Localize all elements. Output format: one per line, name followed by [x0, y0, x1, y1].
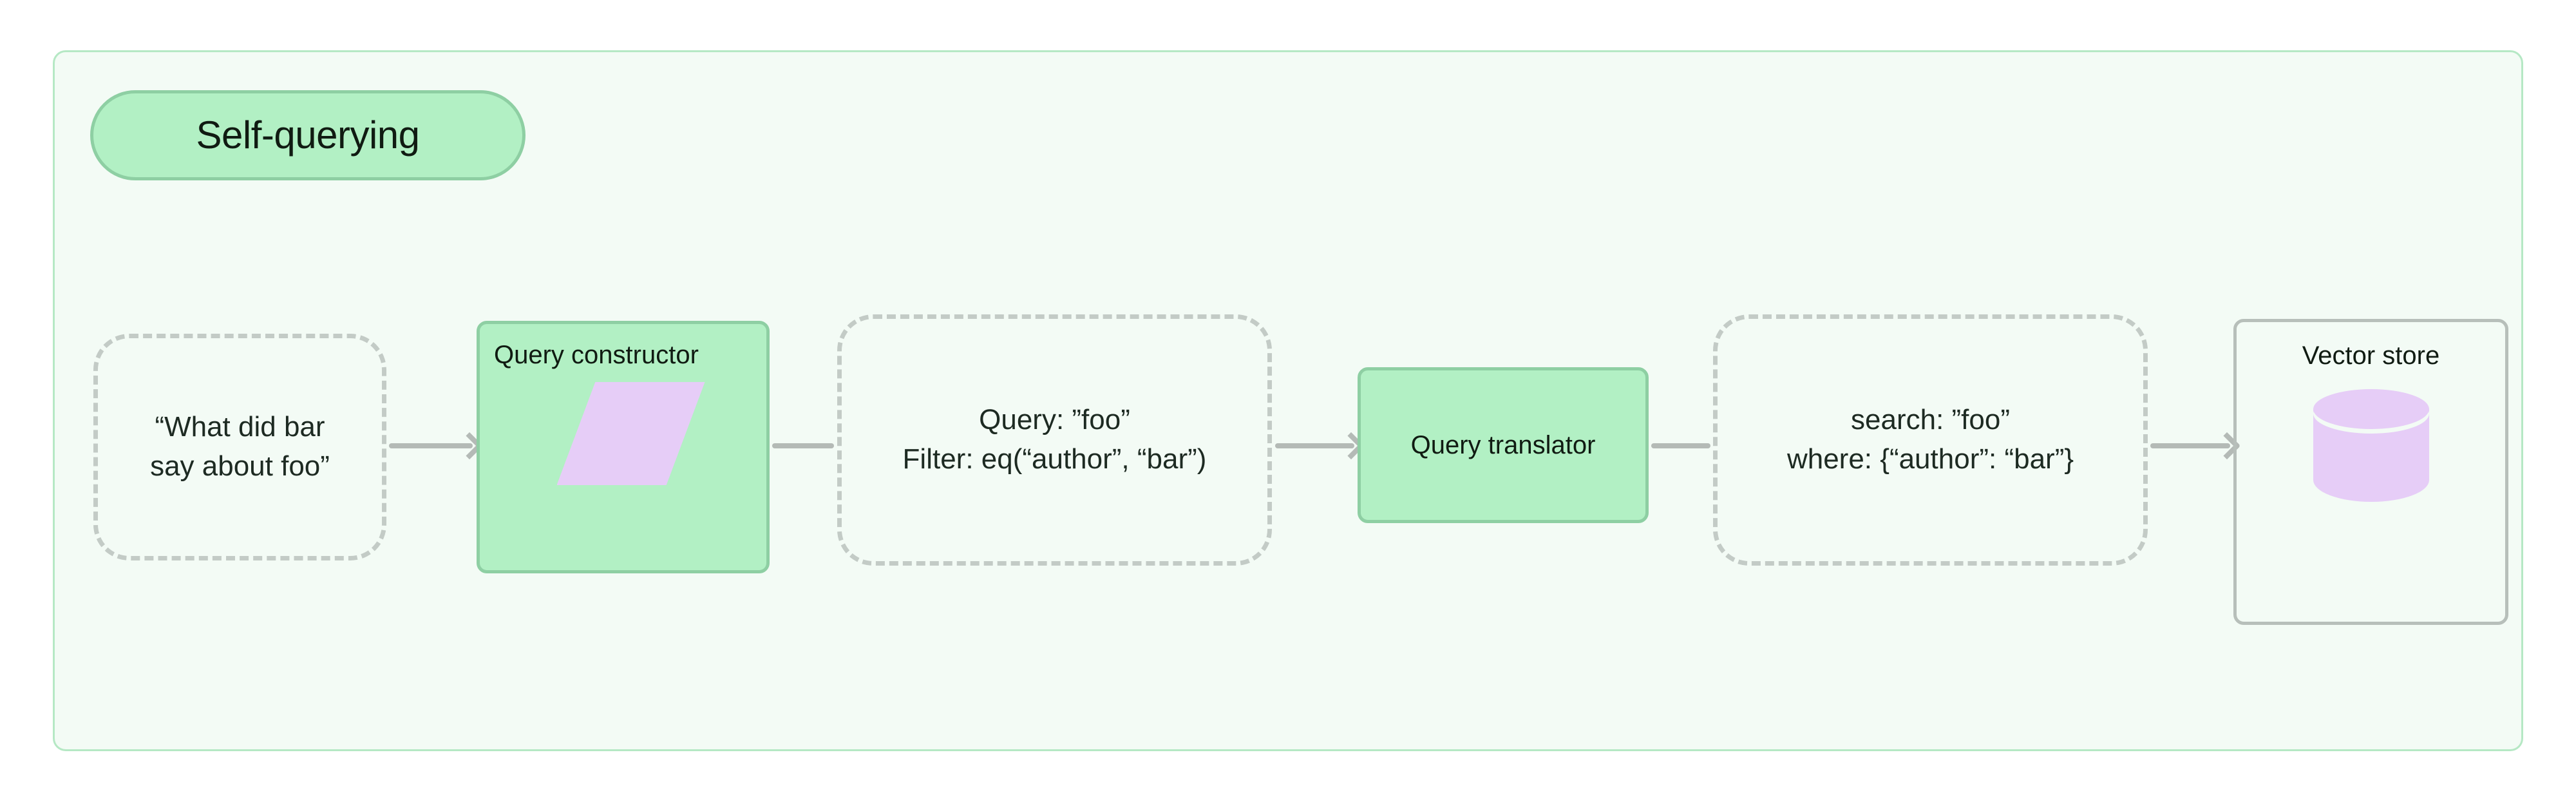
- subgraph-title-label: Self-querying: [196, 113, 420, 157]
- edge-structured-query-to-query-translator: [1275, 432, 1365, 460]
- node-vector-store-label: Vector store: [2302, 341, 2440, 370]
- node-structured-query[interactable]: Query: ”foo” Filter: eq(“author”, “bar”): [837, 314, 1272, 566]
- node-query-constructor[interactable]: Query constructor: [477, 321, 770, 573]
- node-vector-store[interactable]: Vector store: [2233, 319, 2508, 625]
- node-user-question[interactable]: “What did bar say about foo”: [93, 334, 386, 560]
- edge-query-constructor-to-structured-query: [772, 443, 834, 448]
- node-structured-query-line1: Query: ”foo”: [979, 404, 1130, 436]
- edge-translated-query-to-vector-store: [2150, 432, 2241, 460]
- node-query-translator[interactable]: Query translator: [1358, 367, 1649, 523]
- cylinder-top-ellipse: [2313, 389, 2429, 429]
- node-translated-query-line1: search: ”foo”: [1851, 404, 2010, 436]
- node-user-question-line2: say about foo”: [150, 450, 330, 482]
- node-translated-query[interactable]: search: ”foo” where: {“author”: “bar”}: [1713, 314, 2148, 566]
- database-cylinder-icon: [2313, 389, 2429, 512]
- node-translated-query-line2: where: {“author”: “bar”}: [1786, 443, 2074, 475]
- edge-query-translator-to-translated-query: [1651, 443, 1710, 448]
- node-query-constructor-label: Query constructor: [494, 341, 699, 369]
- node-user-question-line1: “What did bar: [155, 411, 325, 443]
- parallelogram-icon: [556, 382, 705, 485]
- subgraph-title-badge: Self-querying: [90, 90, 526, 180]
- node-query-translator-label: Query translator: [1410, 431, 1596, 459]
- node-structured-query-line2: Filter: eq(“author”, “bar”): [902, 443, 1207, 475]
- edge-user-question-to-query-constructor: [389, 432, 484, 460]
